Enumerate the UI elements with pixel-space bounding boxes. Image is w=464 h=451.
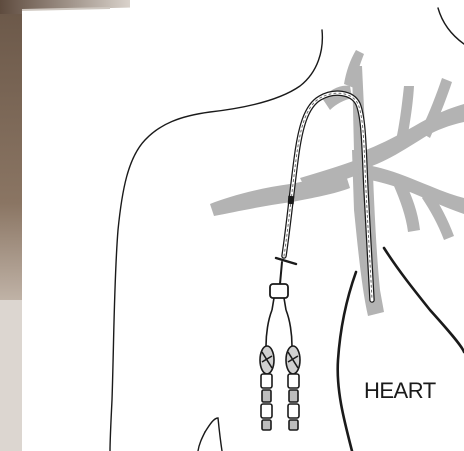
heart-label: HEART <box>364 378 436 403</box>
